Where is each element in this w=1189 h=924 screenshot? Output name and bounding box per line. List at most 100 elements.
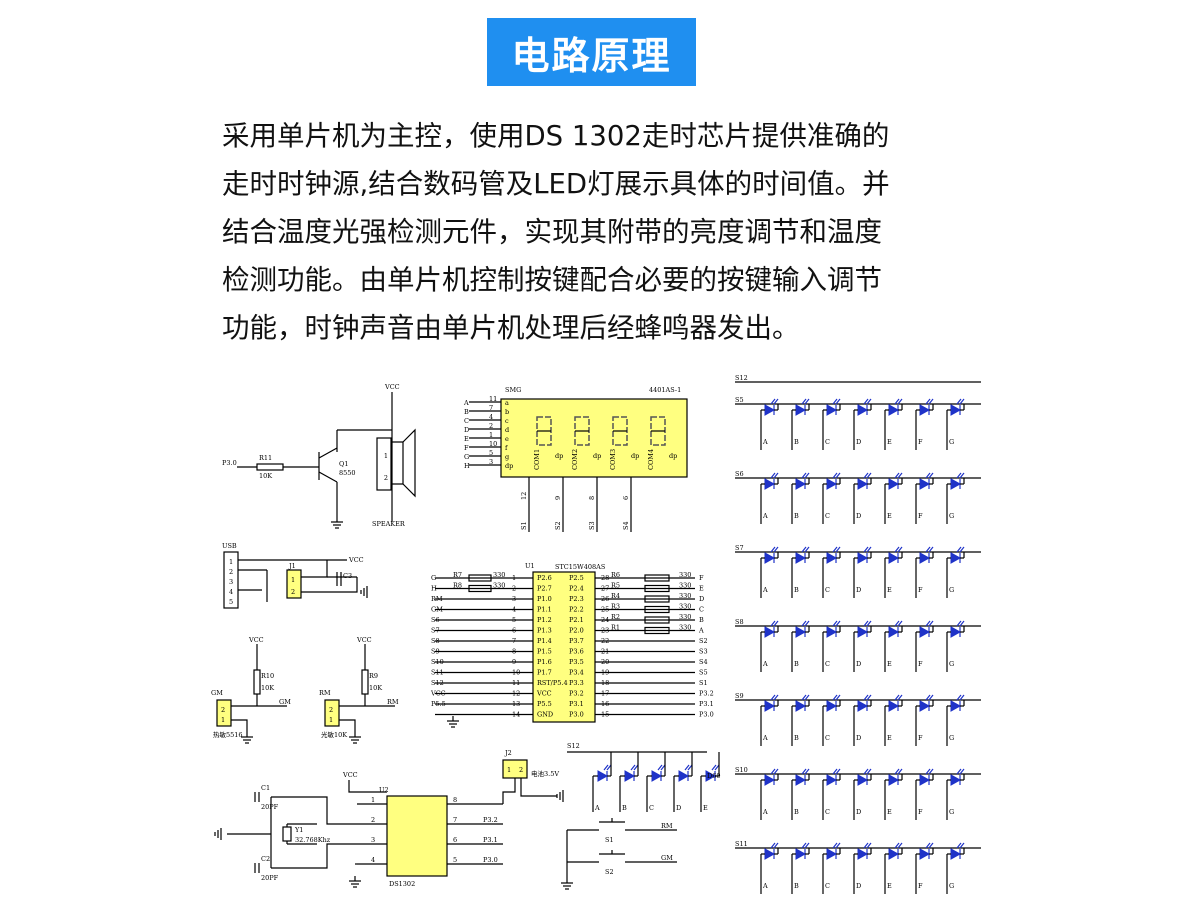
led-arrow — [804, 472, 810, 479]
mcu-pin-number: 8 — [512, 648, 516, 656]
led-body — [795, 774, 807, 786]
led-arrow — [897, 398, 903, 405]
led-row-label: S12 — [567, 742, 580, 750]
mcu-resistor-ref: R5 — [611, 582, 620, 590]
resistor-symbol — [253, 669, 261, 695]
mcu-pin-name: P3.1 — [569, 700, 584, 708]
led-body — [888, 404, 900, 416]
resistor-symbol — [644, 626, 670, 635]
led-arrow — [801, 472, 807, 479]
led-arrow — [928, 620, 934, 627]
mcu-resistor-ref: R4 — [611, 592, 620, 600]
usb-pin: 3 — [229, 578, 233, 586]
led-diode — [888, 546, 903, 564]
mcu-right-net: F — [699, 574, 704, 582]
matrix-col-label: D — [856, 882, 861, 890]
matrix-col-label: C — [825, 882, 830, 890]
led-body — [950, 700, 962, 712]
led-diode — [795, 768, 810, 786]
mcu-pin-number: 17 — [601, 690, 609, 698]
mcu-pin-name: RST/P5.4 — [537, 679, 568, 687]
segment-name: b — [505, 408, 509, 416]
mcu-pin-number: 13 — [512, 700, 520, 708]
led-body — [950, 552, 962, 564]
matrix-row-label: S7 — [735, 544, 744, 552]
matrix-col-label: E — [887, 808, 892, 816]
description-line: 采用单片机为主控，使用DS 1302走时芯片提供准确的 — [222, 120, 890, 152]
ground-symbol — [556, 790, 564, 802]
digit-com-label: COM3 — [609, 449, 617, 470]
description-line: 检测功能。由单片机控制按键配合必要的按键输入调节 — [222, 264, 882, 296]
led-arrow — [835, 398, 841, 405]
mcu-resistor-ref: R2 — [611, 613, 620, 621]
ground-symbol — [349, 876, 361, 888]
mcu-pin-number: 4 — [512, 606, 516, 614]
vcc-label: VCC — [356, 636, 372, 644]
usb-pin: 4 — [229, 588, 233, 596]
led-arrow — [959, 694, 965, 701]
led-arrow — [928, 398, 934, 405]
led-body — [795, 404, 807, 416]
mcu-pin-number: 23 — [601, 627, 609, 635]
led-arrow — [863, 546, 869, 553]
matrix-col-label: E — [887, 586, 892, 594]
led-body — [888, 848, 900, 860]
led-diode — [950, 398, 965, 416]
mcu-left-net: S12 — [431, 679, 444, 687]
led-body — [888, 626, 900, 638]
led-arrow — [894, 842, 900, 849]
mcu-pin-name: P2.6 — [537, 574, 552, 582]
led-arrow — [894, 398, 900, 405]
rtc-net-label: P3.1 — [483, 836, 498, 844]
matrix-col-label: C — [825, 660, 830, 668]
segment-name: a — [505, 399, 509, 407]
led-body — [795, 626, 807, 638]
usb-pin: 1 — [229, 558, 233, 566]
sensor-pin: 1 — [329, 716, 333, 724]
led-diode — [919, 472, 934, 490]
sensor-box — [216, 699, 232, 727]
led-arrow — [684, 764, 690, 771]
led-arrow — [773, 472, 779, 479]
led-arrow — [804, 694, 810, 701]
rtc-pin-number: 1 — [371, 796, 375, 804]
led-arrow — [897, 472, 903, 479]
digit-com-label: COM2 — [571, 449, 579, 470]
led-body — [950, 478, 962, 490]
matrix-col-label: F — [918, 586, 923, 594]
mcu-resistor-ref: R3 — [611, 603, 620, 611]
resistor-value: 10K — [261, 684, 274, 692]
mcu-pin-number: 27 — [601, 585, 609, 593]
led-diode — [888, 620, 903, 638]
led-arrow — [959, 842, 965, 849]
led-diode — [826, 398, 841, 416]
mcu-ref: U1 — [525, 562, 535, 570]
resistor-ref: R10 — [261, 672, 274, 680]
led-diode — [795, 546, 810, 564]
mcu-pin-name: P1.4 — [537, 637, 552, 645]
led-body — [795, 552, 807, 564]
led-body — [795, 848, 807, 860]
matrix-col-label: B — [794, 438, 799, 446]
led-diode — [857, 546, 872, 564]
led-diode — [826, 694, 841, 712]
led-diode — [919, 620, 934, 638]
mcu-model: STC15W408AS — [555, 563, 605, 571]
led-arrow — [773, 842, 779, 849]
mcu-right-net: D — [699, 595, 704, 603]
mcu-pin-name: GND — [537, 711, 553, 719]
led-arrow — [928, 546, 934, 553]
segment-name: dp — [505, 462, 513, 470]
led-diode — [950, 768, 965, 786]
segment-pin-number: 5 — [489, 449, 493, 457]
segment-input-label: F — [464, 444, 469, 452]
vcc-label: VCC — [248, 636, 264, 644]
led-arrow — [770, 620, 776, 627]
led-arrow — [925, 620, 931, 627]
matrix-col-label: B — [794, 808, 799, 816]
resistor-value: 10K — [259, 472, 272, 480]
